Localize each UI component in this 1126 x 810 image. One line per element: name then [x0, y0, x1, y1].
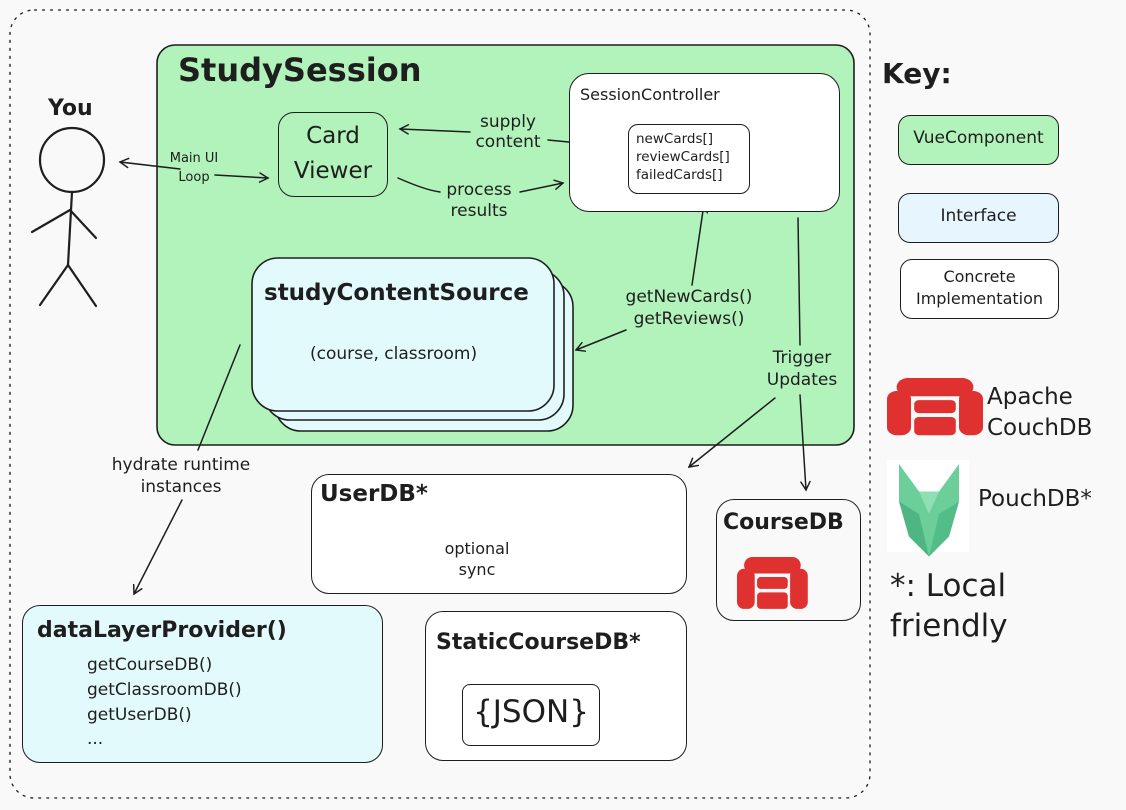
static-course-db-box: StaticCourseDB* {JSON}	[425, 611, 687, 761]
key-local-friendly: *: Local friendly	[890, 568, 1008, 645]
static-course-db-title: StaticCourseDB*	[436, 630, 641, 655]
card-arrays-box: newCards[] reviewCards[] failedCards[]	[628, 124, 750, 194]
hydrate-label: hydrate runtime instances	[111, 455, 251, 498]
trigger-userdb-arrow	[687, 397, 776, 468]
json-box: {JSON}	[462, 684, 600, 746]
sync-label: optional sync	[444, 539, 510, 579]
content-source-card	[251, 257, 555, 412]
key-interface-label: Interface	[940, 206, 1017, 226]
user-db-box: UserDB* optional sync	[311, 474, 687, 594]
key-vue-label: VueComponent	[913, 128, 1044, 148]
hydrate-arrow	[132, 499, 183, 596]
course-db-box: CourseDB	[716, 499, 861, 621]
system-boundary	[9, 9, 871, 799]
key-concrete-label: Concrete Implementation	[915, 267, 1044, 309]
study-session-title: StudySession	[178, 51, 422, 89]
key-vue-swatch: VueComponent	[898, 115, 1059, 165]
user-label: You	[48, 96, 93, 121]
user-db-title: UserDB*	[320, 481, 428, 507]
course-db-title: CourseDB	[723, 510, 844, 535]
array-failed-cards: failedCards[]	[636, 167, 723, 183]
key-interface-swatch: Interface	[898, 193, 1059, 243]
content-source-params: (course, classroom)	[310, 344, 478, 364]
trigger-updates-label: Trigger Updates	[766, 348, 838, 391]
stick-figure-icon	[30, 126, 106, 308]
supply-content-arrow	[398, 124, 471, 135]
method-get-user-db: getUserDB()	[87, 705, 192, 725]
process-results-arrow	[519, 179, 565, 193]
get-cards-arrow	[574, 329, 627, 352]
supply-content-label: supply content	[475, 112, 541, 153]
get-cards-label: getNewCards() getReviews()	[625, 287, 753, 330]
main-loop-label: Main UI Loop	[169, 151, 219, 185]
card-viewer-box: Card Viewer	[278, 112, 388, 197]
method-get-course-db: getCourseDB()	[87, 655, 213, 675]
trigger-coursedb-arrow	[799, 394, 811, 492]
controller-up-arrow	[691, 202, 709, 286]
key-couch-label: Apache CouchDB	[987, 384, 1093, 442]
card-viewer-label: Card Viewer	[293, 123, 373, 184]
method-get-classroom-db: getClassroomDB()	[87, 680, 242, 700]
data-layer-title: dataLayerProvider()	[37, 618, 287, 643]
session-controller-box: SessionController newCards[] reviewCards…	[569, 73, 840, 212]
array-review-cards: reviewCards[]	[636, 149, 730, 165]
key-title: Key:	[882, 57, 952, 90]
data-layer-provider-box: dataLayerProvider() getCourseDB() getCla…	[22, 605, 383, 763]
key-concrete-swatch: Concrete Implementation	[900, 259, 1059, 319]
couchdb-icon	[887, 378, 983, 436]
key-pouch-label: PouchDB*	[978, 486, 1092, 512]
method-ellipsis: ...	[87, 729, 104, 749]
main-loop-arrow-left	[118, 157, 181, 170]
session-controller-title: SessionController	[580, 85, 720, 104]
process-results-label: process results	[446, 180, 512, 222]
content-source-title: studyContentSource	[264, 280, 529, 306]
main-loop-arrow-right	[214, 172, 270, 183]
array-new-cards: newCards[]	[636, 131, 714, 147]
json-label: {JSON}	[473, 694, 589, 730]
